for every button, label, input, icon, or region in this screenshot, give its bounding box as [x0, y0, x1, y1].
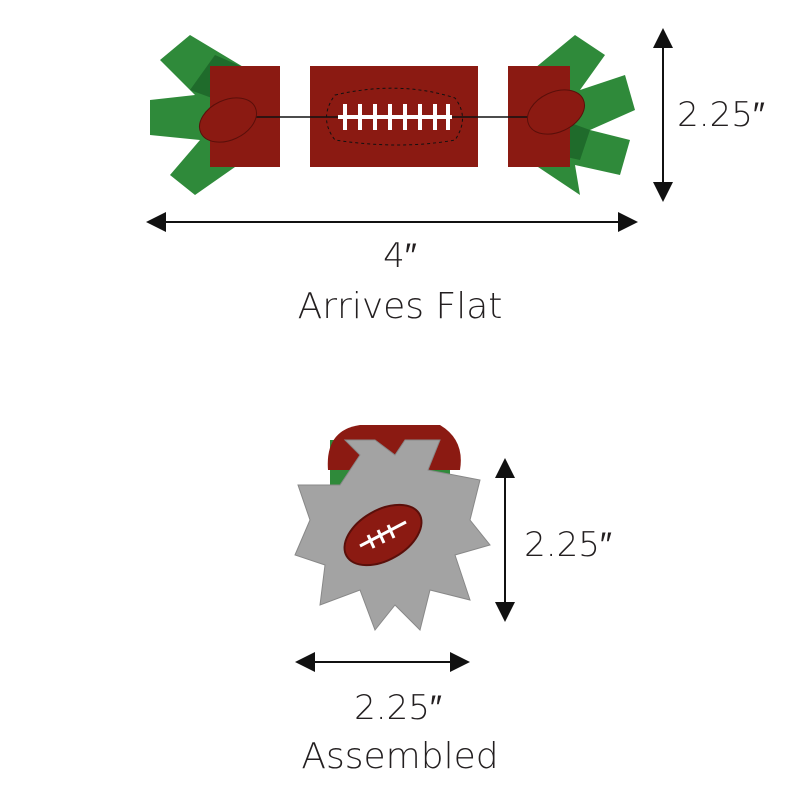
assembled-width-label: 2.25″ [354, 688, 442, 728]
assembled-caption: Assembled [301, 736, 499, 777]
football-left-icon [199, 97, 257, 143]
flat-width-label: 4″ [383, 236, 417, 276]
flat-caption: Arrives Flat [297, 286, 503, 327]
football-right-icon [527, 89, 585, 135]
flat-height-label: 2.25″ [677, 95, 765, 135]
assembled-height-label: 2.25″ [524, 525, 612, 565]
flat-centerpiece [150, 35, 635, 195]
laces-icon [338, 104, 452, 130]
assembled-centerpiece [294, 425, 491, 631]
